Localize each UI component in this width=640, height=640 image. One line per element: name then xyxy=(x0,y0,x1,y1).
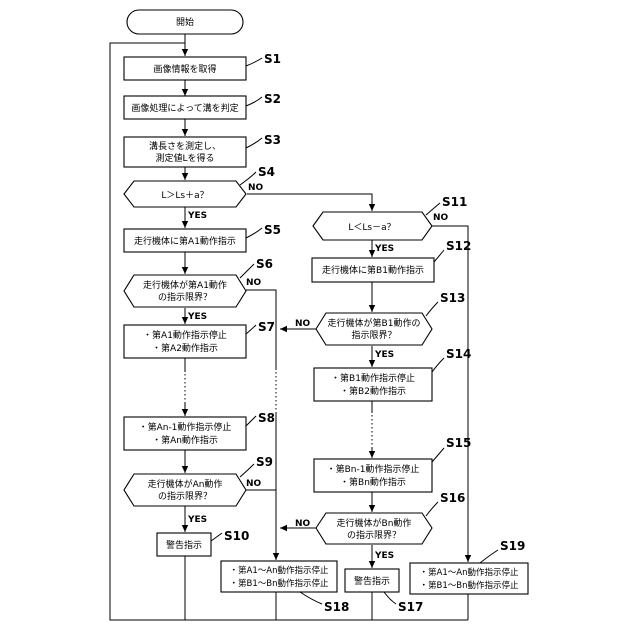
s8-text-line2: ・第An動作指示 xyxy=(152,434,218,446)
s17-label: S17 xyxy=(398,600,423,614)
start-text: 開始 xyxy=(176,16,194,28)
s1-label: S1 xyxy=(264,52,281,66)
s14-text-line1: ・第B1動作指示停止 xyxy=(331,372,415,384)
s12-text: 走行機体に第B1動作指示 xyxy=(322,264,424,276)
s1-text: 画像情報を取得 xyxy=(153,63,216,75)
s4-yes-label: YES xyxy=(187,211,207,221)
s11-no-label: NO xyxy=(433,213,449,223)
s11-yes-label: YES xyxy=(374,244,394,254)
s18-text-line2: ・第B1～Bn動作指示停止 xyxy=(230,578,329,589)
s6-label: S6 xyxy=(256,257,273,271)
s9-text-line1: 走行機体がAn動作 xyxy=(148,478,223,490)
s9-yes-label: YES xyxy=(187,515,207,525)
s19-label: S19 xyxy=(500,539,525,553)
s6-text-line1: 走行機体が第A1動作 xyxy=(143,279,227,291)
s12-label: S12 xyxy=(446,239,471,253)
s4-label: S4 xyxy=(258,165,275,179)
s16-label: S16 xyxy=(440,491,465,505)
s19-text-line1: ・第A1～An動作指示停止 xyxy=(420,567,519,578)
s7-label: S7 xyxy=(258,320,275,334)
s11-label: S11 xyxy=(442,195,467,209)
s14-text-line2: ・第B2動作指示 xyxy=(340,385,406,397)
s16-text-line2: の指示限界？ xyxy=(347,529,401,541)
s16-no-label: NO xyxy=(295,519,311,529)
s13-text-line1: 走行機体が第B1動作の xyxy=(328,317,421,329)
s2-label: S2 xyxy=(264,92,281,106)
s9-no-label: NO xyxy=(246,479,262,489)
s13-no-label: NO xyxy=(295,319,311,329)
s6-no-label: NO xyxy=(246,278,262,288)
s4-text: L＞Ls＋a？ xyxy=(161,190,208,201)
s14-label: S14 xyxy=(446,347,471,361)
s9-text-line2: の指示限界？ xyxy=(158,490,212,502)
s5-label: S5 xyxy=(264,223,281,237)
s6-text-line2: の指示限界？ xyxy=(158,291,212,303)
s6-yes-label: YES xyxy=(187,312,207,322)
s18-label: S18 xyxy=(324,600,349,614)
s3-label: S3 xyxy=(264,133,281,147)
s7-text-line1: ・第A1動作指示停止 xyxy=(143,329,227,341)
s7-text-line2: ・第A2動作指示 xyxy=(152,342,218,354)
s9-label: S9 xyxy=(256,455,273,469)
s8-label: S8 xyxy=(258,411,275,425)
s5-text: 走行機体に第A1動作指示 xyxy=(134,235,236,247)
s3-text-line1: 溝長さを測定し、 xyxy=(149,140,221,152)
s3-text-line2: 測定値Lを得る xyxy=(155,152,214,164)
s2-text: 画像処理によって溝を判定 xyxy=(131,102,238,114)
s10-text: 警告指示 xyxy=(166,539,202,551)
s4-no-label: NO xyxy=(248,183,264,193)
s13-yes-label: YES xyxy=(374,350,394,360)
s15-label: S15 xyxy=(446,436,471,450)
s16-text-line1: 走行機体がBn動作 xyxy=(337,517,412,529)
s17-text: 警告指示 xyxy=(354,575,390,587)
s10-label: S10 xyxy=(224,529,249,543)
s13-label: S13 xyxy=(440,291,465,305)
s16-yes-label: YES xyxy=(374,551,394,561)
s13-text-line2: 指示限界？ xyxy=(351,329,396,341)
s8-text-line1: ・第An-1動作指示停止 xyxy=(139,421,232,433)
s15-text-line2: ・第Bn動作指示 xyxy=(340,476,406,488)
s11-text: L＜Ls－a？ xyxy=(348,223,395,233)
s15-text-line1: ・第Bn-1動作指示停止 xyxy=(327,463,420,475)
s19-text-line2: ・第B1～Bn動作指示停止 xyxy=(420,580,519,591)
s18-text-line1: ・第A1～An動作指示停止 xyxy=(230,565,329,576)
